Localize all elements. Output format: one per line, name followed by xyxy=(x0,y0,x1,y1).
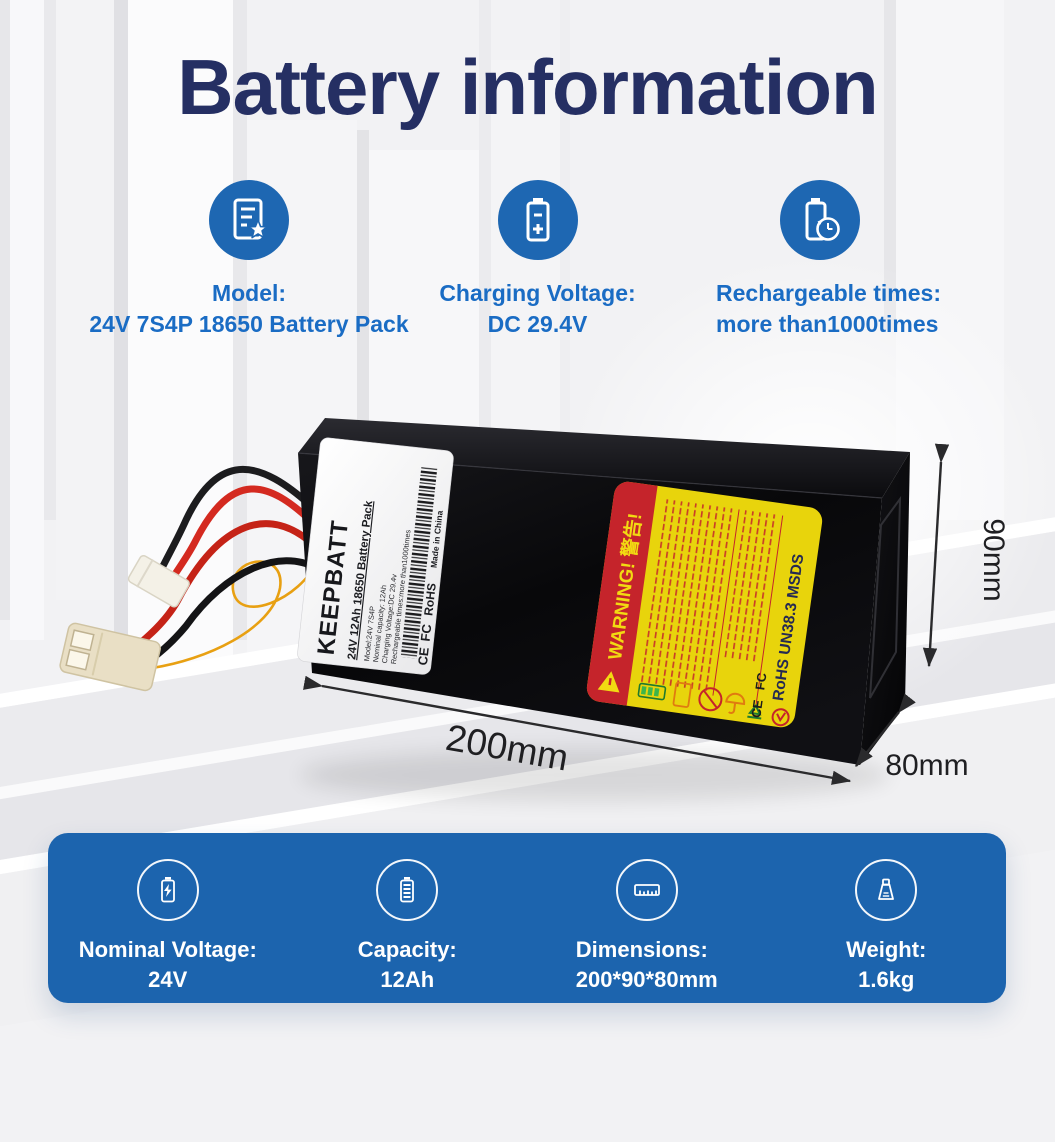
spec-dimensions: Dimensions: 200*90*80mm xyxy=(527,833,767,1003)
bg-panel xyxy=(884,0,896,330)
ruler-icon xyxy=(615,859,678,921)
spec-value: 200*90*80mm xyxy=(575,967,718,992)
weight-icon xyxy=(855,859,918,921)
spec-label: Nominal Voltage: xyxy=(78,937,257,962)
bg-panel xyxy=(0,0,10,620)
feature-rechargeable: Rechargeable times: more than1000times xyxy=(716,180,976,340)
spec-sheet-icon xyxy=(209,180,289,260)
feature-model: Model: 24V 7S4P 18650 Battery Pack xyxy=(88,180,410,340)
bg-panel xyxy=(10,0,44,640)
bg-panel xyxy=(44,0,56,520)
feature-recharge-label: Rechargeable times: xyxy=(716,280,941,306)
spec-nominal-voltage: Nominal Voltage: 24V xyxy=(48,833,288,1003)
charging-battery-icon xyxy=(497,180,578,260)
feature-charging-voltage: Charging Voltage: DC 29.4V xyxy=(395,180,680,340)
spec-capacity: Capacity: 12Ah xyxy=(288,833,528,1003)
spec-label: Dimensions: xyxy=(575,937,708,962)
feature-voltage-label: Charging Voltage: xyxy=(439,280,636,306)
voltage-battery-icon xyxy=(136,859,199,921)
page-title: Battery information xyxy=(177,43,878,131)
spec-value: 24V xyxy=(148,967,188,992)
spec-label: Capacity: xyxy=(357,937,457,962)
spec-label: Weight: xyxy=(846,937,927,962)
bg-panel xyxy=(491,60,561,660)
spec-value: 12Ah xyxy=(380,967,435,992)
feature-voltage-value: DC 29.4V xyxy=(487,311,588,337)
spec-weight: Weight: 1.6kg xyxy=(767,833,1007,1003)
spec-bar: Nominal Voltage: 24V Capacity: 12Ah xyxy=(48,833,1006,1003)
recharge-cycle-icon xyxy=(780,180,860,260)
feature-recharge-value: more than1000times xyxy=(716,311,939,337)
capacity-battery-icon xyxy=(376,859,439,921)
feature-model-value: 24V 7S4P 18650 Battery Pack xyxy=(89,311,409,337)
spec-value: 1.6kg xyxy=(858,967,915,992)
bg-panel xyxy=(56,0,114,600)
bg-panel xyxy=(114,0,128,660)
feature-model-label: Model: xyxy=(211,280,287,306)
